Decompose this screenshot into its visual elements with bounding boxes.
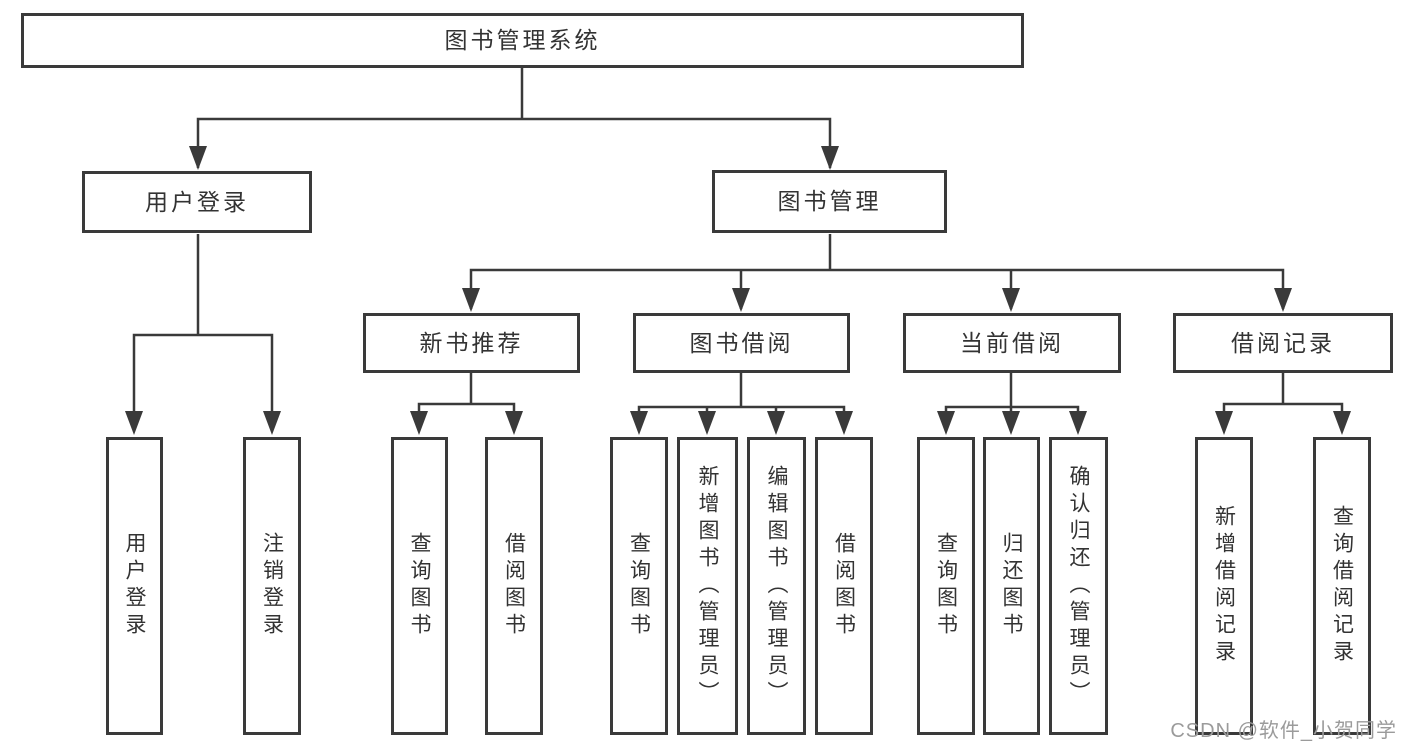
node-label: 图书管理 (777, 188, 882, 214)
node-label: 编辑图书（管理员） (765, 464, 788, 708)
watermark: CSDN @软件_小贺同学 (1170, 720, 1397, 742)
node-new-book-recommendation: 新书推荐 (363, 313, 580, 373)
node-label: 确认归还（管理员） (1067, 464, 1090, 708)
node-label: 图书借阅 (689, 329, 794, 356)
node-label: 查询借阅记录 (1330, 505, 1354, 667)
node-label: 查询图书 (934, 532, 958, 640)
node-query-borrow-record: 查询借阅记录 (1313, 437, 1371, 735)
node-query-books-borrow: 查询图书 (610, 437, 668, 735)
node-logout: 注销登录 (243, 437, 301, 735)
node-borrow-books-recommend: 借阅图书 (485, 437, 543, 735)
node-label: 查询图书 (627, 532, 651, 640)
node-label: 当前借阅 (960, 329, 1064, 356)
node-label: 新增借阅记录 (1212, 505, 1236, 667)
node-book-management: 图书管理 (712, 170, 947, 233)
node-library-management-system: 图书管理系统 (21, 13, 1024, 68)
node-user-login: 用户登录 (82, 171, 312, 233)
node-query-books-current: 查询图书 (917, 437, 975, 735)
node-label: 图书管理系统 (444, 27, 601, 53)
node-label: 注销登录 (260, 532, 284, 640)
node-label: 新书推荐 (419, 329, 524, 356)
node-edit-books-admin: 编辑图书（管理员） (747, 437, 806, 735)
node-borrowing-records: 借阅记录 (1173, 313, 1393, 373)
node-label: 用户登录 (123, 532, 146, 640)
node-label: 用户登录 (145, 188, 249, 215)
node-label: 借阅图书 (502, 532, 526, 640)
node-user-login-leaf: 用户登录 (106, 437, 163, 735)
node-label: 查询图书 (408, 532, 431, 640)
node-label: 归还图书 (1000, 532, 1023, 640)
node-current-borrowing: 当前借阅 (903, 313, 1121, 373)
node-confirm-return-admin: 确认归还（管理员） (1049, 437, 1108, 735)
node-return-books: 归还图书 (983, 437, 1040, 735)
node-label: 借阅记录 (1231, 329, 1335, 356)
node-label: 借阅图书 (832, 532, 856, 640)
node-label: 新增图书（管理员） (696, 464, 719, 708)
node-query-books-recommend: 查询图书 (391, 437, 448, 735)
node-add-books-admin: 新增图书（管理员） (677, 437, 738, 735)
node-book-borrowing: 图书借阅 (633, 313, 850, 373)
node-borrow-books-leaf: 借阅图书 (815, 437, 873, 735)
node-add-borrow-record: 新增借阅记录 (1195, 437, 1253, 735)
